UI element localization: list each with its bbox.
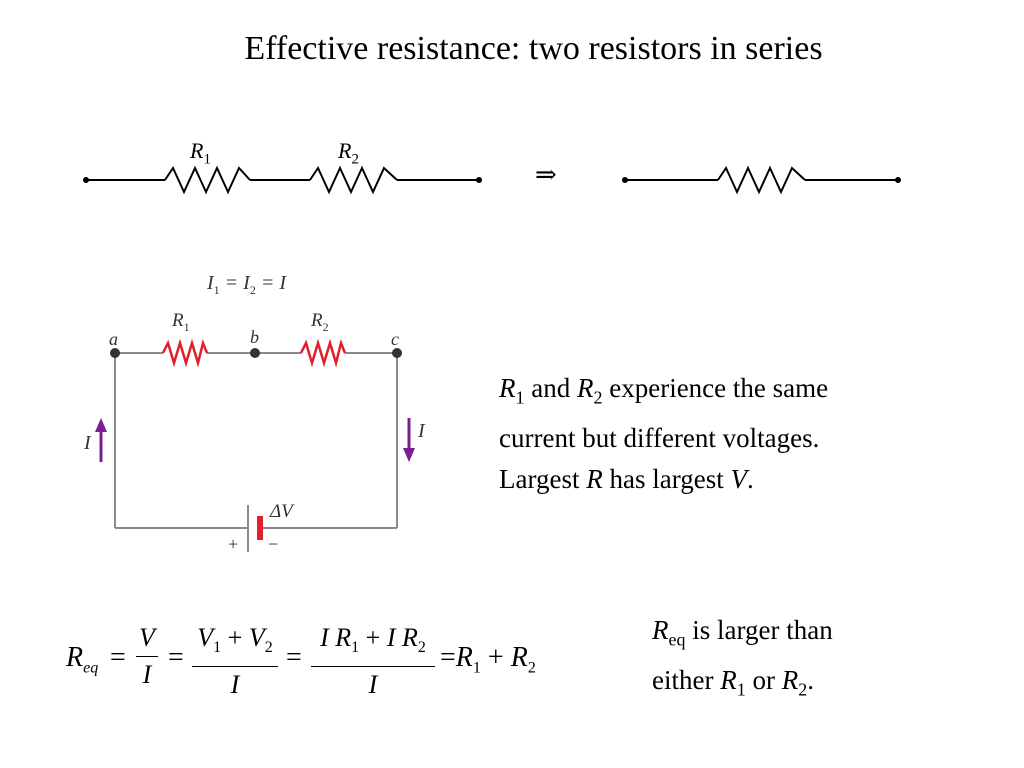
node-c-label: c	[391, 329, 399, 349]
battery-short-plate	[257, 516, 263, 540]
equals-sign: =	[168, 642, 184, 673]
slide-title: Effective resistance: two resistors in s…	[244, 30, 823, 67]
battery-label: ΔV	[270, 501, 293, 522]
r1-label: R1	[190, 138, 211, 168]
node-b-label: b	[250, 327, 259, 347]
fraction-v1-plus-v2-over-i: V1 + V2 I	[192, 620, 278, 703]
fraction-ir1-plus-ir2-over-i: I R1 + I R2 I	[311, 620, 435, 703]
node-b-dot	[250, 348, 260, 358]
resistor-r1	[164, 165, 251, 195]
terminal-dot	[622, 177, 628, 183]
current-left-label: I	[84, 432, 91, 454]
current-arrow-down-icon	[403, 418, 415, 462]
equals-sign: =	[286, 642, 302, 673]
node-a-label: a	[109, 329, 118, 349]
equation-rhs: =R1 + R2	[440, 642, 536, 677]
implies-icon: ⇒	[535, 160, 557, 189]
fraction-v-over-i: V I	[136, 620, 158, 693]
node-a-dot	[110, 348, 120, 358]
terminal-dot	[895, 177, 901, 183]
current-right-label: I	[418, 420, 425, 442]
note-req-larger: Req is larger than either R1 or R2.	[652, 615, 833, 700]
current-equation: I1 = I2 = I	[207, 272, 287, 297]
note-same-current: R1 and R2 experience the same current bu…	[499, 373, 829, 495]
terminal-dot	[476, 177, 482, 183]
current-arrow-up-icon	[95, 418, 107, 462]
circuit-r1-label: R1	[172, 310, 190, 334]
battery-minus: −	[268, 534, 279, 554]
resistor-r2	[309, 165, 398, 195]
circuit-r2-label: R2	[311, 310, 329, 334]
r2-label: R2	[338, 138, 359, 168]
node-c-dot	[392, 348, 402, 358]
circuit-resistor-r2	[299, 338, 347, 368]
equals-sign: =	[110, 642, 126, 673]
terminal-dot	[83, 177, 89, 183]
battery-plus: +	[228, 534, 239, 554]
circuit-resistor-r1	[161, 338, 209, 368]
equation-lhs: Req	[66, 642, 99, 677]
resistor-req	[717, 165, 806, 195]
